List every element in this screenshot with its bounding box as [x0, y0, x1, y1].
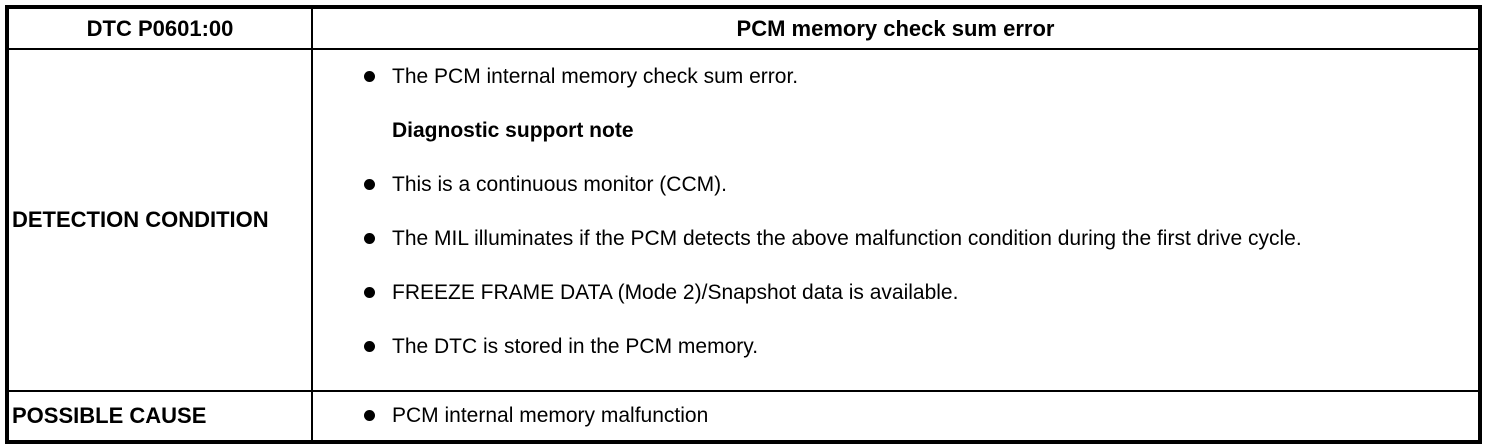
- bullet-icon: [364, 71, 375, 82]
- bullet-item: This is a continuous monitor (CCM).: [313, 170, 1450, 200]
- possible-cause-label: POSSIBLE CAUSE: [9, 390, 311, 440]
- item-text: PCM internal memory malfunction: [392, 404, 709, 427]
- item-text: The PCM internal memory check sum error.: [392, 65, 799, 88]
- note-heading: Diagnostic support note: [313, 116, 1450, 146]
- item-text: This is a continuous monitor (CCM).: [392, 173, 727, 196]
- detection-condition-content: The PCM internal memory check sum error.…: [311, 48, 1478, 390]
- item-text: Diagnostic support note: [392, 119, 634, 142]
- bullet-item: PCM internal memory malfunction: [313, 401, 708, 431]
- item-text: The DTC is stored in the PCM memory.: [392, 335, 759, 358]
- bullet-item: The PCM internal memory check sum error.: [313, 62, 1450, 92]
- bullet-icon: [364, 410, 375, 421]
- possible-cause-content: PCM internal memory malfunction: [311, 390, 1478, 440]
- dtc-title-cell: PCM memory check sum error: [311, 9, 1478, 48]
- bullet-item: The MIL illuminates if the PCM detects t…: [313, 224, 1450, 254]
- bullet-item: The DTC is stored in the PCM memory.: [313, 332, 1450, 362]
- dtc-info-table: DTC P0601:00 PCM memory check sum error …: [5, 5, 1482, 444]
- bullet-icon: [364, 179, 375, 190]
- bullet-icon: [364, 233, 375, 244]
- bullet-icon: [364, 341, 375, 352]
- item-text: FREEZE FRAME DATA (Mode 2)/Snapshot data…: [392, 281, 959, 304]
- item-text: The MIL illuminates if the PCM detects t…: [392, 227, 1302, 250]
- bullet-item: FREEZE FRAME DATA (Mode 2)/Snapshot data…: [313, 278, 1450, 308]
- dtc-code-cell: DTC P0601:00: [86, 15, 234, 41]
- bullet-icon: [364, 287, 375, 298]
- detection-condition-label: DETECTION CONDITION: [9, 48, 311, 390]
